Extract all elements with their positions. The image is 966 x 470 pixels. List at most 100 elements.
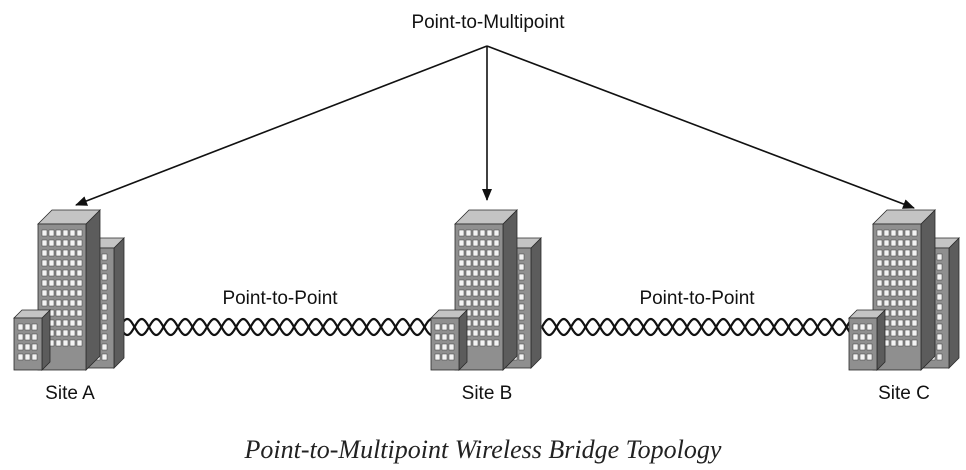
window [518,313,525,321]
window [465,229,472,237]
window [62,329,69,337]
building-low-wing [13,309,51,371]
window [486,339,493,347]
window [441,323,448,331]
window [876,229,883,237]
building-low-wing-side [41,309,51,371]
window [890,269,897,277]
window [486,319,493,327]
window [493,309,500,317]
window [465,269,472,277]
window [448,343,455,351]
building-main-tower-side [85,209,101,371]
window [448,353,455,361]
window [897,309,904,317]
window [852,353,859,361]
window [518,303,525,311]
window [890,339,897,347]
window [69,339,76,347]
window [904,329,911,337]
window [31,353,38,361]
window [911,249,918,257]
window [55,249,62,257]
building-low-wing-windows [434,323,455,361]
window [62,279,69,287]
building-low-wing-windows [17,323,38,361]
window [55,259,62,267]
window [883,249,890,257]
window [479,299,486,307]
window [17,333,24,341]
window [76,299,83,307]
window [883,259,890,267]
window [55,329,62,337]
window [486,279,493,287]
window [31,343,38,351]
window [31,333,38,341]
diagram-caption: Point-to-Multipoint Wireless Bridge Topo… [244,435,722,464]
window [55,289,62,297]
window [486,299,493,307]
window [479,339,486,347]
window [62,289,69,297]
window [859,343,866,351]
window [101,333,108,341]
window [465,249,472,257]
window [883,279,890,287]
window [904,269,911,277]
window [69,299,76,307]
window [493,229,500,237]
window [17,323,24,331]
window [936,273,943,281]
window [101,343,108,351]
building-main-tower-windows [458,229,500,347]
link-b-c-strand-1 [541,317,857,337]
window [486,309,493,317]
window [48,229,55,237]
window [911,299,918,307]
window [458,239,465,247]
window [76,249,83,257]
building-low-wing [848,309,886,371]
window [936,283,943,291]
window [69,329,76,337]
window [904,279,911,287]
window [486,329,493,337]
window [911,229,918,237]
window [936,313,943,321]
window [62,339,69,347]
window [518,353,525,361]
building-site-a [13,209,125,371]
window [458,299,465,307]
window [101,263,108,271]
window [472,299,479,307]
window [448,323,455,331]
window [897,279,904,287]
window [69,269,76,277]
window [479,259,486,267]
window [41,249,48,257]
window [883,299,890,307]
window [101,323,108,331]
window [911,239,918,247]
window [41,289,48,297]
window [876,289,883,297]
multipoint-label: Point-to-Multipoint [411,12,565,33]
window [465,299,472,307]
window [904,319,911,327]
window [486,249,493,257]
window [24,353,31,361]
building-rear-tower-side [948,237,960,369]
window [62,319,69,327]
window [890,239,897,247]
window [911,339,918,347]
window [876,299,883,307]
window [62,299,69,307]
window [62,229,69,237]
window [890,319,897,327]
window [69,259,76,267]
window [472,269,479,277]
window [479,279,486,287]
window [936,293,943,301]
window [493,249,500,257]
